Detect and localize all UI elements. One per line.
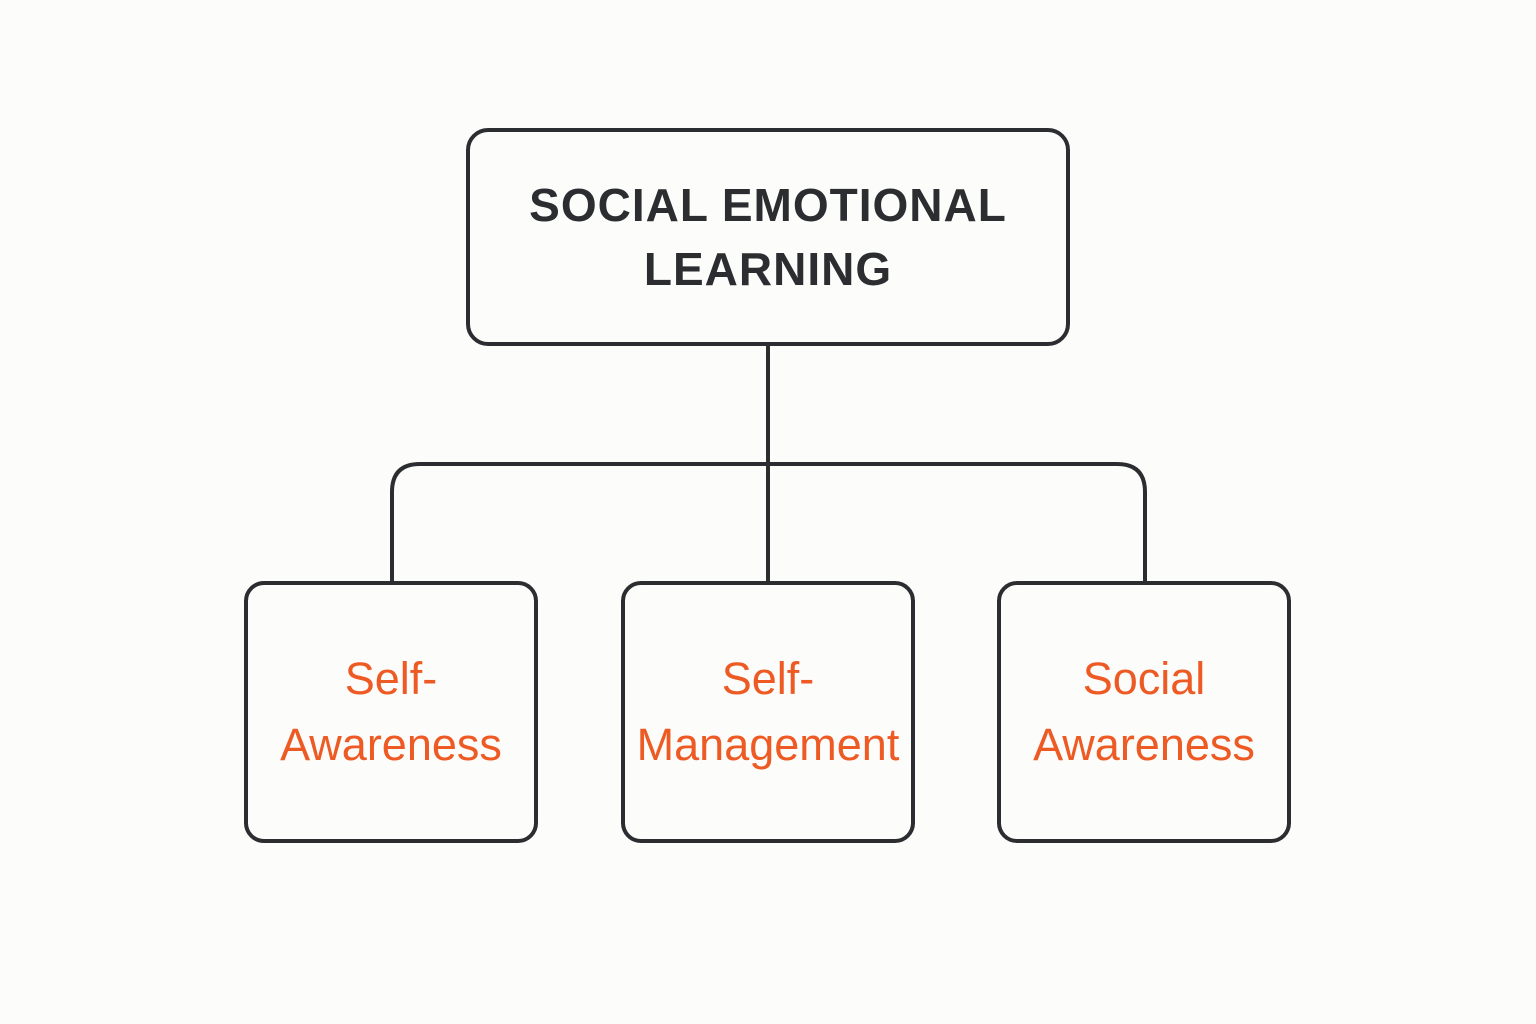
child-label-line-1: Self- [721,653,815,704]
root-node-label: SOCIAL EMOTIONAL LEARNING [529,173,1007,301]
child-label-line-1: Self- [344,653,438,704]
root-label-line-2: LEARNING [643,243,893,295]
child-label-line-2: Awareness [280,719,502,770]
child-label-line-2: Management [636,719,900,770]
child-node-social-awareness: Social Awareness [997,581,1291,843]
connector-branch [390,462,1147,583]
child-label-line-1: Social [1082,653,1206,704]
child-label-line-2: Awareness [1033,719,1255,770]
root-label-line-1: SOCIAL EMOTIONAL [529,179,1007,231]
child-node-label: Self- Management [637,646,900,778]
child-node-label: Self- Awareness [280,646,502,778]
child-node-self-awareness: Self- Awareness [244,581,538,843]
root-node-social-emotional-learning: SOCIAL EMOTIONAL LEARNING [466,128,1070,346]
child-node-label: Social Awareness [1033,646,1255,778]
child-node-self-management: Self- Management [621,581,915,843]
